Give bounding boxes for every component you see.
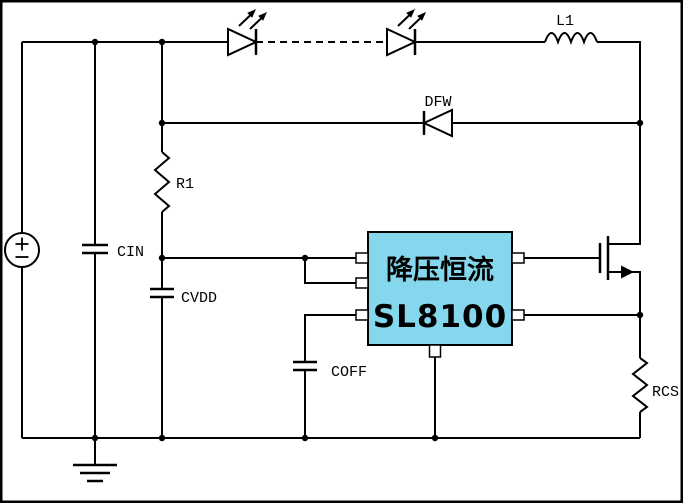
junction-dot [301,434,309,442]
ic-pin [355,252,369,264]
mosfet [598,236,634,280]
ic-pin [428,344,442,358]
junction-dot [636,311,644,319]
label-rcs: RCS [652,384,679,401]
label-cin: CIN [117,244,144,261]
junction-dot [158,254,166,262]
junction-dot [158,434,166,442]
dfw-diode: DFW [421,94,453,138]
junction-dot [636,119,644,127]
cin-capacitor: CIN [82,243,144,261]
l1-inductor: L1 [544,13,598,45]
ic-pin [511,252,525,264]
led-1-icon [226,7,269,57]
cvdd-capacitor: CVDD [150,287,217,307]
ic-pins [355,252,525,358]
coff-capacitor: COFF [293,360,367,381]
junction-dot [158,38,166,46]
junction-dot [91,38,99,46]
ic-title-line1: 降压恒流 [386,255,494,286]
label-coff: COFF [331,364,367,381]
label-l1: L1 [556,13,574,30]
voltage-source [4,232,40,268]
plus-sign-icon [15,237,29,251]
rcs-resistor: RCS [631,357,679,413]
junction-dots [91,38,644,442]
junction-dot [431,434,439,442]
ground-symbol [73,463,117,483]
label-r1: R1 [176,176,194,193]
label-dfw: DFW [424,94,451,111]
r1-resistor: R1 [153,151,194,213]
label-cvdd: CVDD [181,290,217,307]
ic-title-line2: SL8100 [373,299,507,335]
ic-pin [355,277,369,289]
ic-sl8100: 降压恒流 SL8100 [355,231,525,358]
mosfet-arrow-icon [621,265,634,279]
junction-dot [158,119,166,127]
ic-pin [511,309,525,321]
junction-dot [301,254,309,262]
led-2-icon [385,7,428,57]
junction-dot [91,434,99,442]
ic-body [367,231,513,346]
ic-pin [355,309,369,321]
wires [21,41,641,465]
